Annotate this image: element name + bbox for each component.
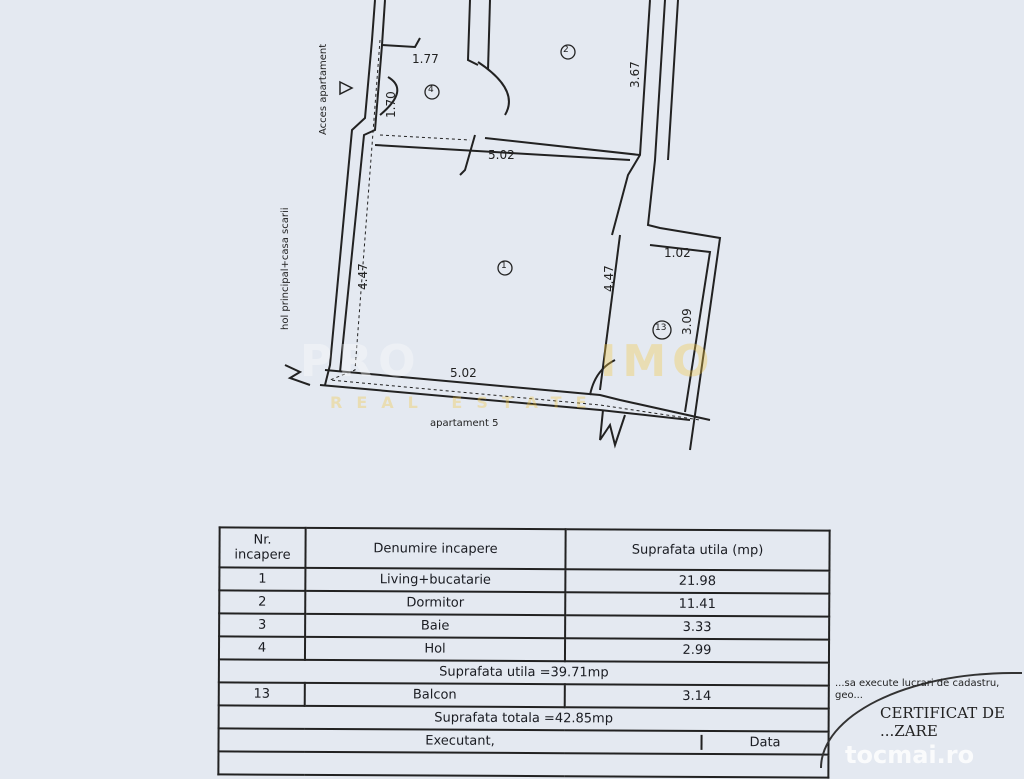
wall-right [611,0,651,236]
date-label: Data [749,735,781,751]
wall-left [324,0,376,386]
grand-total-row: Suprafata totala =42.85mp [218,705,829,732]
cell-area: 3.14 [564,684,829,709]
dimension-label: 4.47 [602,265,616,292]
cell-name: Hol [304,636,566,662]
room-marker-4 [424,84,440,100]
dimension-label: 5.02 [450,366,477,380]
wall-hall-top [381,37,421,49]
cell-area: 11.41 [565,592,830,617]
site-watermark: tocmai.ro [845,741,975,769]
cell-name: Balcon [304,682,565,708]
wall-bottom [324,369,711,421]
apartment-label: apartament 5 [430,418,499,429]
watermark-logo-right: IMO [600,336,716,387]
dimension-label: 1.77 [412,52,439,66]
cell-nr: 3 [219,613,306,637]
dimension-label: 3.67 [628,61,642,88]
useful-total-row: Suprafata utila =39.71mp [218,659,829,686]
wall-bedroom-left [466,0,479,66]
wall-right-2 [646,0,722,451]
room-marker-1 [497,260,513,276]
dimension-label: 5.02 [488,148,515,162]
header-nr: Nr. incapere [219,527,306,568]
break-left [284,364,311,386]
header-name: Denumire incapere [305,527,566,570]
access-arrow-icon [339,80,354,96]
dimension-label: 1.02 [664,246,691,260]
room-marker-2 [560,44,576,60]
wall-middle [459,134,476,176]
cell-nr: 2 [219,590,306,614]
wall-left-inner [339,0,386,373]
hall-label: hol principal+casa scarii [280,207,291,330]
cell-nr: 4 [218,636,306,660]
room-area-table: Nr. incapere Denumire incapere Suprafata… [217,526,830,778]
dimension-label: 4.47 [356,263,370,290]
wall-right-3 [667,0,679,161]
wall-balcony [649,244,712,413]
cell-name: Living+bucatarie [305,567,566,593]
dimension-label: 1.70 [384,91,398,118]
cell-name: Dormitor [305,590,566,616]
wall-middle-line [374,144,631,161]
wall-bedroom-left-2 [487,0,491,71]
executant-label: Executant, [219,732,703,750]
cell-nr: 13 [218,682,305,706]
break-bottom [599,409,626,449]
wall-middle-line2 [484,137,641,156]
signature-row: Executant, Data [218,728,829,755]
wall-living-right [599,234,621,391]
dimension-label: 3.09 [680,308,694,335]
cell-area: 21.98 [565,569,830,594]
stamp-title: CERTIFICAT DE ...ZARE [880,704,1005,740]
door-arc-3 [589,359,616,396]
header-area: Suprafata utila (mp) [565,529,830,571]
room-number-4: 4 [428,85,434,95]
access-label: Acces apartament [318,43,329,135]
useful-total: Suprafata utila =39.71mp [218,659,829,686]
door-arc-2 [379,76,399,116]
door-arc [477,61,510,116]
watermark-logo-left: PRO [300,336,422,387]
room-number-13: 13 [655,323,667,333]
cell-nr: 1 [219,567,306,591]
wall-bottom-2 [319,384,691,421]
cell-area: 3.33 [565,615,830,640]
grand-total: Suprafata totala =42.85mp [218,705,829,732]
stamp-arc-text: ...sa execute lucrari de cadastru, geo..… [835,678,1000,701]
room-number-2: 2 [563,45,569,55]
room-number-1: 1 [501,261,507,271]
room-marker-13 [652,320,672,340]
cell-name: Baie [305,613,566,639]
watermark-logo-sub: REAL ESTATE [330,393,601,412]
cell-area: 2.99 [564,638,830,663]
